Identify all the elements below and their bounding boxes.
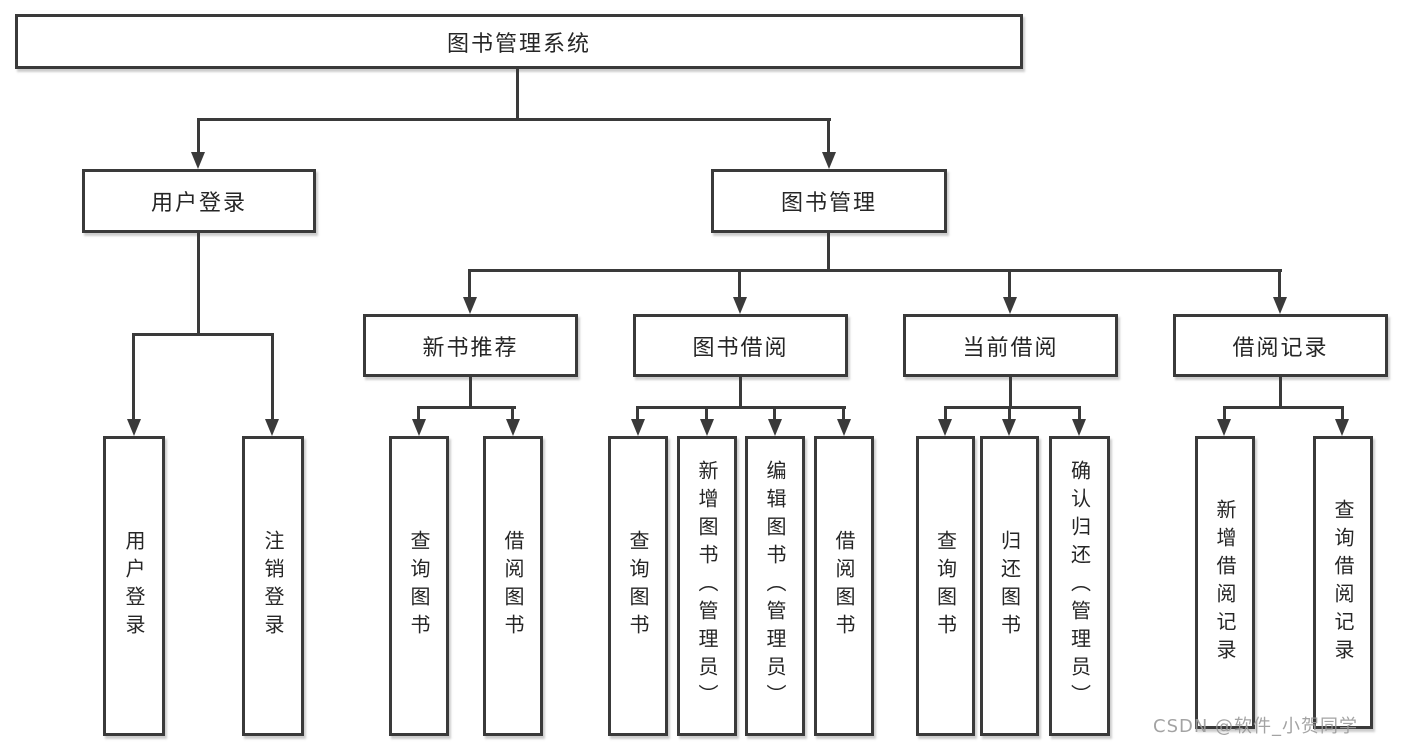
arrowhead-down-icon — [412, 419, 426, 436]
node-leaf-query-borrow-record: 查询借阅记录 — [1313, 436, 1373, 729]
watermark: CSDN @软件_小贺同学 — [1153, 716, 1359, 737]
arrowhead-down-icon — [1273, 297, 1287, 314]
node-book-borrowing: 图书借阅 — [633, 314, 848, 377]
node-new-book-recommend: 新书推荐 — [363, 314, 578, 377]
node-leaf-add-borrow-record: 新增借阅记录 — [1195, 436, 1255, 729]
node-leaf-query-books-recommend: 查询图书 — [389, 436, 449, 736]
node-borrowing-records: 借阅记录 — [1173, 314, 1388, 377]
node-leaf-query-books-borrowing: 查询图书 — [608, 436, 668, 736]
connector-book-borrow-drop — [738, 269, 741, 297]
connector-leaf-drop — [705, 406, 708, 420]
connector-book-borrow-stem — [739, 376, 742, 409]
node-leaf-edit-book-admin: 编辑图书（管理员） — [745, 436, 805, 736]
node-label: 用户登录 — [150, 191, 247, 216]
connector-borrow-record-drop — [1278, 269, 1281, 297]
connector-user-login-stem — [197, 232, 200, 335]
arrowhead-down-icon — [1002, 419, 1016, 436]
arrowhead-down-icon — [191, 152, 205, 169]
connector-leaf-drop — [1078, 406, 1081, 420]
connector-leaf-drop — [1008, 406, 1011, 420]
connector-leaf-drop — [1223, 406, 1226, 420]
node-label: 图书借阅 — [692, 335, 789, 361]
connector-borrow-record-horizontal — [1223, 406, 1344, 409]
connector-current-borrow-drop — [1008, 269, 1011, 297]
connector-leaf-drop — [842, 406, 845, 420]
connector-leaf-drop — [417, 406, 420, 420]
connector-leaf-drop — [1341, 406, 1344, 420]
node-label: 当前借阅 — [962, 335, 1059, 361]
arrowhead-down-icon — [1335, 419, 1349, 436]
node-leaf-user-login: 用户登录 — [103, 436, 165, 736]
arrowhead-down-icon — [837, 419, 851, 436]
arrowhead-down-icon — [463, 297, 477, 314]
connector-current-borrow-horizontal — [944, 406, 1081, 409]
node-leaf-borrow-books: 借阅图书 — [814, 436, 874, 736]
node-label: 查询借阅记录 — [1331, 498, 1355, 667]
node-leaf-query-books-current: 查询图书 — [916, 436, 975, 736]
connector-logout-leaf-drop — [271, 333, 274, 420]
arrowhead-down-icon — [631, 419, 645, 436]
connector-level1-horizontal — [197, 118, 831, 121]
node-leaf-return-book: 归还图书 — [980, 436, 1039, 736]
node-leaf-add-book-admin: 新增图书（管理员） — [677, 436, 737, 736]
node-label: 用户登录 — [122, 530, 146, 642]
connector-book-mgmt-drop — [827, 118, 830, 154]
node-label: 图书管理 — [780, 191, 877, 216]
arrowhead-down-icon — [700, 419, 714, 436]
arrowhead-down-icon — [768, 419, 782, 436]
arrowhead-down-icon — [822, 152, 836, 169]
node-label: 查询图书 — [407, 530, 431, 642]
arrowhead-down-icon — [1072, 419, 1086, 436]
connector-borrow-record-stem — [1279, 376, 1282, 409]
node-root-library-system: 图书管理系统 — [15, 14, 1023, 69]
arrowhead-down-icon — [733, 297, 747, 314]
connector-new-book-horizontal — [417, 406, 516, 409]
node-leaf-borrow-books-recommend: 借阅图书 — [483, 436, 543, 736]
connector-new-book-drop — [468, 269, 471, 297]
node-leaf-logout: 注销登录 — [242, 436, 304, 736]
node-label: 借阅图书 — [501, 530, 525, 642]
node-label: 借阅图书 — [832, 530, 856, 642]
arrowhead-down-icon — [265, 419, 279, 436]
node-book-management: 图书管理 — [711, 169, 947, 233]
node-user-login: 用户登录 — [82, 169, 316, 233]
node-label: 查询图书 — [626, 530, 650, 642]
connector-new-book-stem — [469, 376, 472, 409]
node-label: 图书管理系统 — [446, 31, 591, 57]
node-leaf-confirm-return-admin: 确认归还（管理员） — [1049, 436, 1110, 736]
node-current-borrowing: 当前借阅 — [903, 314, 1118, 377]
arrowhead-down-icon — [127, 419, 141, 436]
node-label: 查询图书 — [933, 530, 958, 642]
connector-current-borrow-stem — [1009, 376, 1012, 409]
connector-book-borrow-horizontal — [636, 406, 846, 409]
connector-login-leaf-drop — [132, 333, 135, 420]
node-label: 新增图书（管理员） — [695, 460, 719, 712]
connector-book-mgmt-stem — [827, 232, 830, 272]
arrowhead-down-icon — [1003, 297, 1017, 314]
connector-user-login-drop — [197, 118, 200, 154]
node-label: 归还图书 — [997, 530, 1022, 642]
connector-leaf-drop — [944, 406, 947, 420]
node-label: 注销登录 — [261, 530, 285, 642]
arrowhead-down-icon — [938, 419, 952, 436]
arrowhead-down-icon — [506, 419, 520, 436]
connector-leaf-drop — [511, 406, 514, 420]
node-label: 新增借阅记录 — [1213, 498, 1237, 667]
connector-root-stem — [516, 69, 519, 121]
connector-level2-horizontal — [468, 269, 1282, 272]
arrowhead-down-icon — [1217, 419, 1231, 436]
connector-user-login-horizontal — [132, 333, 274, 336]
node-label: 编辑图书（管理员） — [763, 460, 787, 712]
connector-leaf-drop — [636, 406, 639, 420]
node-label: 新书推荐 — [422, 335, 519, 361]
node-label: 借阅记录 — [1232, 335, 1329, 361]
connector-leaf-drop — [773, 406, 776, 420]
node-label: 确认归还（管理员） — [1067, 460, 1092, 712]
